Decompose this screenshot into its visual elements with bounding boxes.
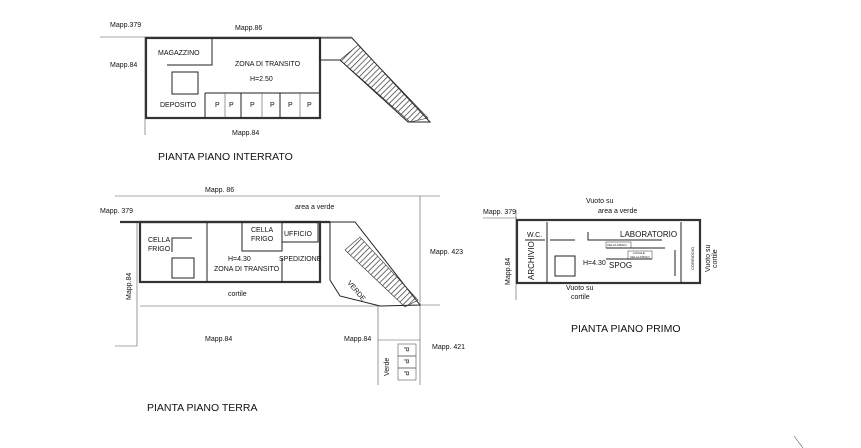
plan-title-interrato: PIANTA PIANO INTERRATO	[158, 151, 293, 163]
parking-space: P	[270, 102, 275, 109]
parking-space: P	[402, 347, 409, 352]
label-vuoto-cortile-bottom: Vuoto su	[566, 285, 593, 292]
plan-title-primo: PIANTA PIANO PRIMO	[571, 323, 681, 335]
room-locale-cella-frigo: LOCALE	[633, 251, 645, 255]
ramp-outline	[319, 37, 432, 123]
room-locale-cella-frigo: CELLA FRIGO	[630, 255, 650, 259]
plan-piano-primo: Vuoto su area a verde Mapp. 379 W.C. ARC…	[483, 198, 719, 335]
label-mapp-379: Mapp. 379	[483, 209, 516, 216]
label-vuoto-cortile-right: Vuoto su	[705, 245, 712, 272]
room-cella-frigo: FRIGO	[148, 246, 171, 253]
room-cella-frigo: CELLA FRIGO	[607, 243, 627, 247]
room-spedizione: SPEDIZIONE	[279, 256, 322, 263]
parking-space: P	[402, 359, 409, 364]
label-verde-small: Verde	[384, 358, 391, 376]
height-label: H=4.30	[583, 260, 606, 267]
label-mapp-379: Mapp. 379	[100, 208, 133, 215]
label-mapp-86: Mapp. 86	[205, 187, 234, 194]
label-mapp-86: Mapp.86	[235, 25, 262, 32]
room-wc: W.C.	[527, 232, 542, 239]
building-outline	[144, 36, 322, 120]
label-mapp-84: Mapp.84	[110, 62, 137, 69]
parking-space: P	[307, 102, 312, 109]
room-laboratorio: LABORATORIO	[620, 230, 677, 239]
label-mapp-84-vertical: Mapp.84	[126, 273, 133, 300]
room-magazzino: MAGAZZINO	[158, 50, 200, 57]
parking-space: P	[215, 102, 220, 109]
room-corridoio: CORRIDOIO	[690, 247, 695, 270]
parking-space: P	[229, 102, 234, 109]
label-mapp-84: Mapp.84	[344, 336, 371, 343]
stair-icon	[554, 255, 576, 277]
stair-icon	[171, 71, 199, 95]
stair-icon	[171, 257, 195, 279]
building-outline	[138, 220, 322, 284]
label-vuoto-cortile-right: cortile	[712, 249, 719, 268]
plan-piano-interrato: Mapp.379 Mapp.86 Mapp.84 MAGAZZINO ZONA …	[100, 22, 432, 163]
building-outline	[515, 218, 702, 285]
room-zona-transito: ZONA DI TRANSITO	[214, 266, 280, 273]
label-vuoto-verde: area a verde	[598, 208, 637, 215]
label-cortile: cortile	[228, 291, 247, 298]
height-label: H=4.30	[228, 256, 251, 263]
room-cella-frigo: CELLA	[148, 237, 171, 244]
room-cella-frigo-2: FRIGO	[251, 236, 274, 243]
stray-line	[793, 435, 804, 448]
plan-piano-terra: Mapp. 86 Mapp. 379 area a verde CELLA FR…	[100, 187, 465, 414]
ramp-outline	[329, 221, 422, 307]
room-zona-transito: ZONA DI TRANSITO	[235, 61, 301, 68]
height-label: H=2.50	[250, 76, 273, 83]
room-cella-frigo-2: CELLA	[251, 227, 274, 234]
parking-space: P	[250, 102, 255, 109]
parking-space: P	[402, 371, 409, 376]
ramp-hatch	[339, 44, 429, 123]
ramp-hatch	[344, 236, 419, 308]
label-mapp-379: Mapp.379	[110, 22, 141, 29]
label-mapp-84-bottom: Mapp.84	[232, 130, 259, 137]
parking-space: P	[288, 102, 293, 109]
room-deposito: DEPOSITO	[160, 102, 197, 109]
label-mapp-421: Mapp. 421	[432, 344, 465, 351]
label-mapp-84: Mapp.84	[205, 336, 232, 343]
room-spog: SPOG	[609, 261, 632, 270]
room-ufficio: UFFICIO	[284, 231, 313, 238]
label-area-verde: area a verde	[295, 204, 334, 211]
plan-title-terra: PIANTA PIANO TERRA	[147, 402, 257, 414]
label-vuoto-cortile-bottom: cortile	[571, 294, 590, 301]
label-vuoto-verde: Vuoto su	[586, 198, 613, 205]
label-mapp-84: Mapp.84	[505, 258, 512, 285]
wall	[167, 38, 213, 66]
room-archivio: ARCHIVIO	[527, 241, 536, 280]
label-mapp-423: Mapp. 423	[430, 249, 463, 256]
